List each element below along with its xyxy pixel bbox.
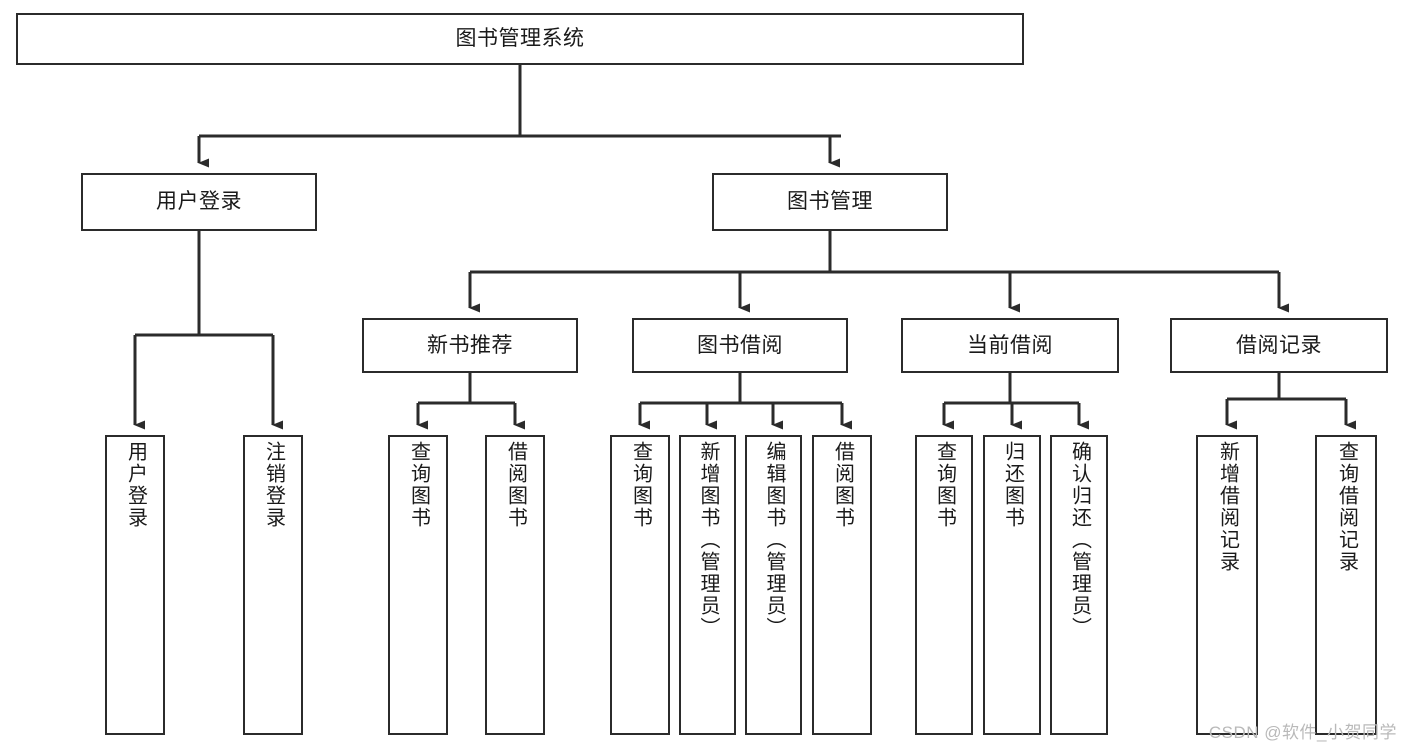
node-new-book-recommend-label: 新书推荐 [427,333,513,357]
node-book-borrow[interactable]: 图书借阅 [632,318,848,373]
leaf-node[interactable]: 注销登录 [243,435,303,735]
leaf-node-label: 注销登录 [262,441,285,529]
leaf-node-label: 新增图书（管理员） [697,441,719,639]
leaf-node[interactable]: 查询借阅记录 [1315,435,1377,735]
leaf-node[interactable]: 新增借阅记录 [1196,435,1258,735]
leaf-node[interactable]: 查询图书 [388,435,448,735]
leaf-node[interactable]: 用户登录 [105,435,165,735]
node-new-book-recommend[interactable]: 新书推荐 [362,318,578,373]
leaf-node[interactable]: 编辑图书（管理员） [745,435,802,735]
leaf-node-label: 查询图书 [933,441,956,529]
leaf-node-label: 确认归还（管理员） [1068,441,1091,639]
node-book-borrow-label: 图书借阅 [697,333,783,357]
leaf-node[interactable]: 查询图书 [610,435,670,735]
node-book-manage-label: 图书管理 [787,190,873,214]
leaf-node-label: 编辑图书（管理员） [763,441,785,639]
node-root[interactable]: 图书管理系统 [16,13,1024,65]
leaf-node-label: 用户登录 [124,441,147,529]
node-book-manage[interactable]: 图书管理 [712,173,948,231]
node-current-borrow-label: 当前借阅 [967,333,1053,357]
node-borrow-record[interactable]: 借阅记录 [1170,318,1388,373]
leaf-node-label: 借阅图书 [504,441,527,529]
watermark: CSDN @软件_小贺同学 [1208,723,1397,742]
leaf-node[interactable]: 确认归还（管理员） [1050,435,1108,735]
leaf-node-label: 借阅图书 [831,441,854,529]
node-current-borrow[interactable]: 当前借阅 [901,318,1119,373]
node-root-label: 图书管理系统 [455,27,585,51]
leaf-node[interactable]: 查询图书 [915,435,973,735]
leaf-node-label: 新增借阅记录 [1216,441,1239,573]
node-user-login-label: 用户登录 [156,190,242,214]
leaf-node-label: 查询图书 [629,441,652,529]
leaf-node[interactable]: 借阅图书 [812,435,872,735]
node-user-login[interactable]: 用户登录 [81,173,317,231]
node-borrow-record-label: 借阅记录 [1236,333,1322,357]
leaf-node-label: 查询借阅记录 [1335,441,1358,573]
leaf-node[interactable]: 归还图书 [983,435,1041,735]
leaf-node-label: 归还图书 [1001,441,1024,529]
leaf-node[interactable]: 借阅图书 [485,435,545,735]
leaf-node[interactable]: 新增图书（管理员） [679,435,736,735]
leaf-node-label: 查询图书 [407,441,430,529]
